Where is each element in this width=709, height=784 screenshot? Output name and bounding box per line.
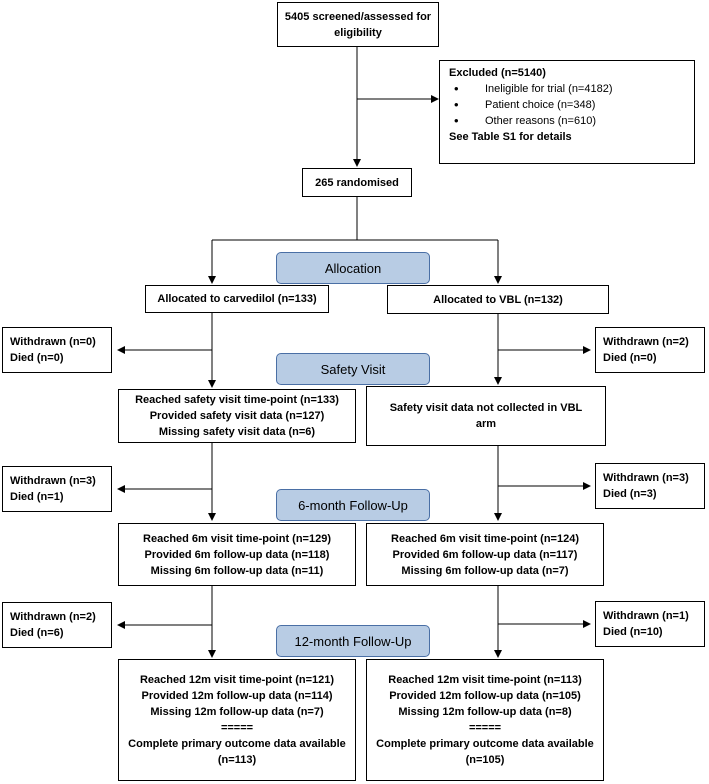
6m-reached: Reached 6m visit time-point (n=129) <box>143 532 331 545</box>
withdrawn-count: Withdrawn (n=3) <box>603 472 689 484</box>
12m-complete-count: (n=113) <box>217 754 257 766</box>
died-count: Died (n=1) <box>10 491 64 503</box>
screened-line2: eligibility <box>334 26 382 39</box>
12m-provided: Provided 12m follow-up data (n=114) <box>141 690 333 702</box>
excluded-item: Ineligible for trial (n=4182) <box>449 81 694 97</box>
died-count: Died (n=10) <box>603 626 663 638</box>
excluded-note: See Table S1 for details <box>449 131 572 143</box>
withdrawn-count: Withdrawn (n=2) <box>10 611 96 623</box>
carvedilol-allocated-label: Allocated to carvedilol (n=133) <box>157 293 317 305</box>
safety-not-collected-cont: arm <box>475 418 497 430</box>
died-count: Died (n=0) <box>10 352 64 364</box>
12m-complete-count: (n=105) <box>465 754 505 766</box>
12m-missing: Missing 12m follow-up data (n=8) <box>398 706 572 718</box>
withdrawn-count: Withdrawn (n=3) <box>10 475 96 487</box>
excluded-list: Ineligible for trial (n=4182) Patient ch… <box>449 81 694 129</box>
screened-line1: 5405 screened/assessed for <box>284 10 432 23</box>
carvedilol-withdrawn-6m-box: Withdrawn (n=3) Died (n=1) <box>2 466 112 512</box>
vbl-6m-box: Reached 6m visit time-point (n=124) Prov… <box>366 523 604 586</box>
vbl-withdrawn-12m-box: Withdrawn (n=1) Died (n=10) <box>595 601 705 647</box>
12m-complete: Complete primary outcome data available <box>128 738 346 750</box>
12m-separator: ===== <box>468 722 502 734</box>
carvedilol-12m-box: Reached 12m visit time-point (n=121) Pro… <box>118 659 356 781</box>
excluded-item: Other reasons (n=610) <box>449 113 694 129</box>
died-count: Died (n=6) <box>10 627 64 639</box>
vbl-allocated-label: Allocated to VBL (n=132) <box>433 293 563 306</box>
safety-missing: Missing safety visit data (n=6) <box>158 426 316 438</box>
stage-12-month: 12-month Follow-Up <box>276 625 430 657</box>
safety-provided: Provided safety visit data (n=127) <box>149 410 325 422</box>
died-count: Died (n=0) <box>603 352 657 364</box>
screened-box: 5405 screened/assessed for eligibility <box>277 2 439 47</box>
6m-missing: Missing 6m follow-up data (n=11) <box>150 564 324 577</box>
carvedilol-safety-box: Reached safety visit time-point (n=133) … <box>118 389 356 443</box>
safety-not-collected: Safety visit data not collected in VBL <box>389 402 583 414</box>
12m-provided: Provided 12m follow-up data (n=105) <box>389 690 581 702</box>
excluded-box: Excluded (n=5140) Ineligible for trial (… <box>439 60 695 164</box>
randomised-label: 265 randomised <box>315 176 399 189</box>
stage-6-month: 6-month Follow-Up <box>276 489 430 521</box>
6m-reached: Reached 6m visit time-point (n=124) <box>391 532 579 545</box>
vbl-withdrawn-safety-box: Withdrawn (n=2) Died (n=0) <box>595 327 705 373</box>
12m-reached: Reached 12m visit time-point (n=121) <box>139 674 335 686</box>
excluded-item: Patient choice (n=348) <box>449 97 694 113</box>
vbl-allocated-box: Allocated to VBL (n=132) <box>387 285 609 314</box>
stage-safety-visit: Safety Visit <box>276 353 430 385</box>
withdrawn-count: Withdrawn (n=2) <box>603 336 689 348</box>
6m-provided: Provided 6m follow-up data (n=117) <box>392 548 578 561</box>
safety-reached: Reached safety visit time-point (n=133) <box>135 394 339 406</box>
withdrawn-count: Withdrawn (n=1) <box>603 610 689 622</box>
6m-provided: Provided 6m follow-up data (n=118) <box>144 548 330 561</box>
12m-reached: Reached 12m visit time-point (n=113) <box>388 674 582 686</box>
12m-missing: Missing 12m follow-up data (n=7) <box>150 706 324 718</box>
6m-missing: Missing 6m follow-up data (n=7) <box>401 564 569 577</box>
vbl-withdrawn-6m-box: Withdrawn (n=3) Died (n=3) <box>595 463 705 509</box>
vbl-safety-box: Safety visit data not collected in VBL a… <box>366 386 606 446</box>
carvedilol-withdrawn-safety-box: Withdrawn (n=0) Died (n=0) <box>2 327 112 373</box>
died-count: Died (n=3) <box>603 488 657 500</box>
stage-allocation: Allocation <box>276 252 430 284</box>
carvedilol-6m-box: Reached 6m visit time-point (n=129) Prov… <box>118 523 356 586</box>
withdrawn-count: Withdrawn (n=0) <box>10 336 96 348</box>
carvedilol-allocated-box: Allocated to carvedilol (n=133) <box>145 285 329 313</box>
12m-separator: ===== <box>220 722 254 734</box>
randomised-box: 265 randomised <box>302 168 412 197</box>
carvedilol-withdrawn-12m-box: Withdrawn (n=2) Died (n=6) <box>2 602 112 648</box>
excluded-title: Excluded (n=5140) <box>449 67 546 79</box>
12m-complete: Complete primary outcome data available <box>376 738 594 750</box>
vbl-12m-box: Reached 12m visit time-point (n=113) Pro… <box>366 659 604 781</box>
